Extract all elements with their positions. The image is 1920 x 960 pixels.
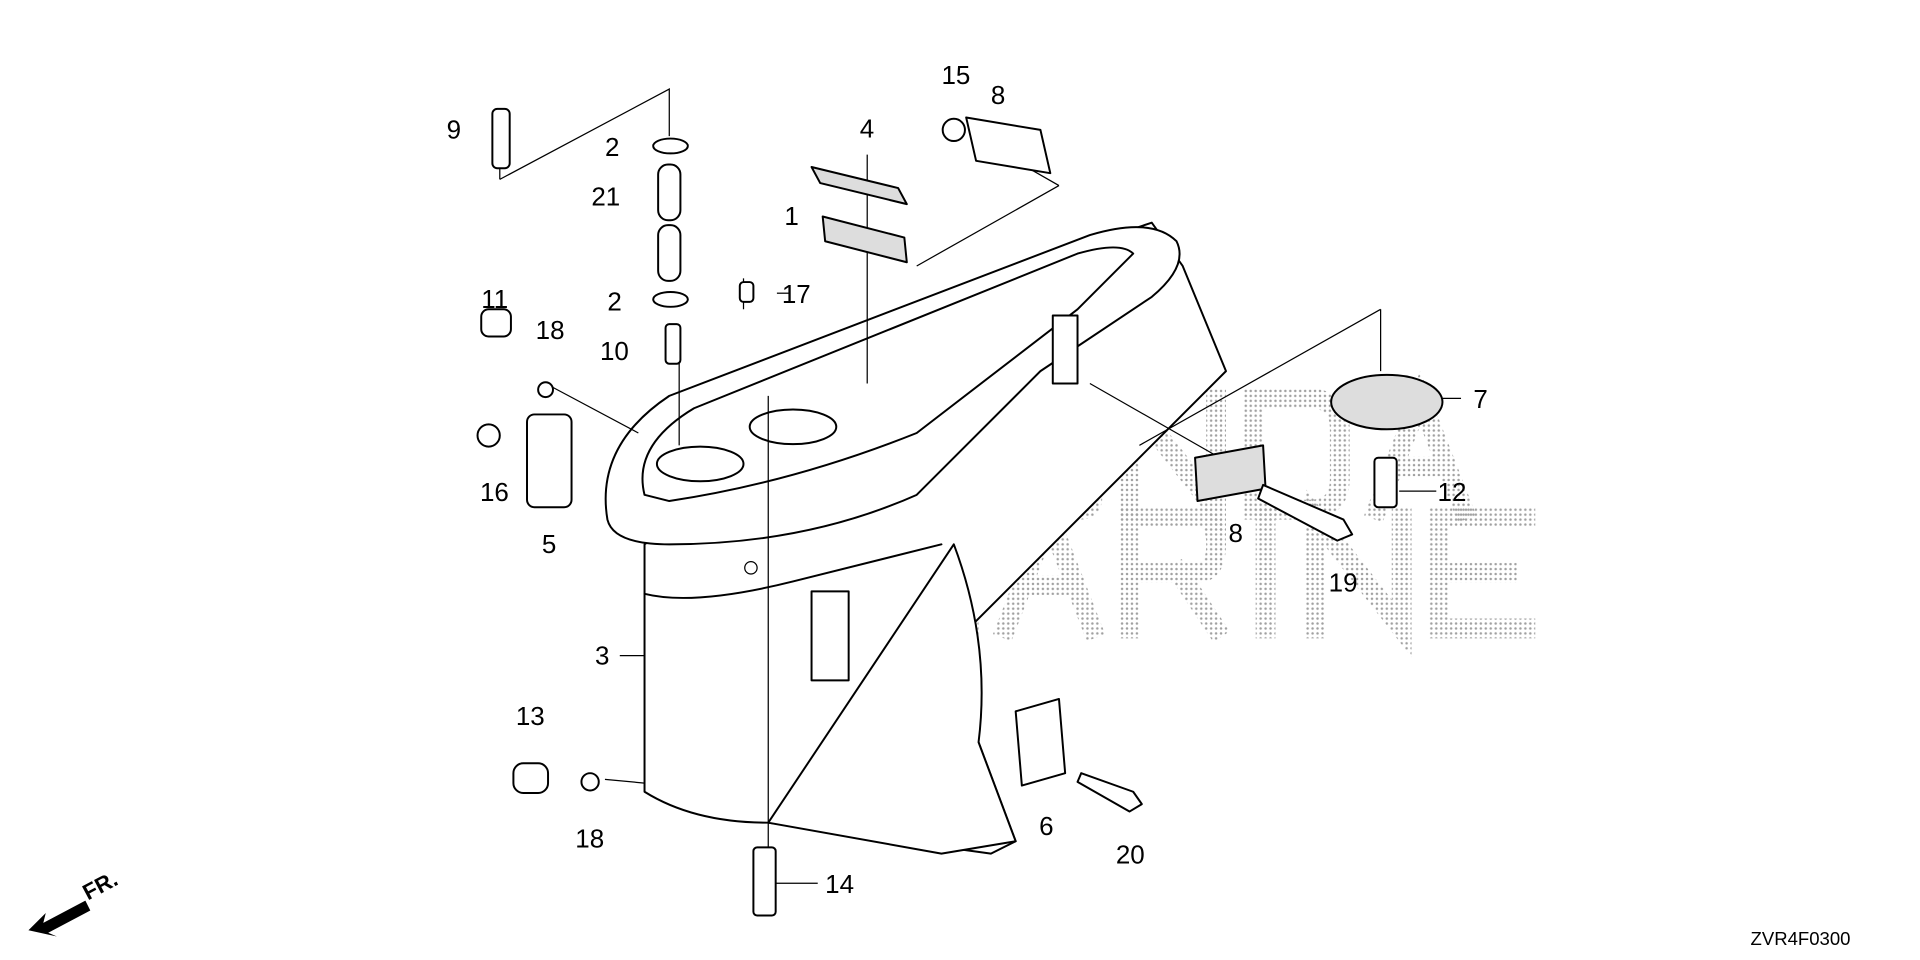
cap-16 bbox=[476, 423, 501, 448]
callout-10: 10 bbox=[600, 336, 629, 366]
anode-8-upper bbox=[965, 116, 1052, 175]
seal-4 bbox=[810, 166, 908, 206]
gear-case bbox=[604, 221, 1227, 855]
small-parts bbox=[476, 107, 1444, 917]
front-label: FR. bbox=[78, 866, 121, 905]
plate-1 bbox=[821, 215, 908, 264]
anode-7 bbox=[1330, 373, 1444, 431]
callout-5: 5 bbox=[542, 529, 556, 559]
nipple-10 bbox=[664, 323, 682, 365]
callouts: 9 2 21 4 1 15 8 2 17 11 18 10 7 16 5 12 … bbox=[447, 60, 1488, 899]
callout-12: 12 bbox=[1438, 477, 1467, 507]
callout-21: 21 bbox=[591, 181, 620, 211]
callout-17: 17 bbox=[782, 279, 811, 309]
washer-18-lower bbox=[580, 772, 600, 792]
callout-19: 19 bbox=[1329, 567, 1358, 597]
callout-18: 18 bbox=[536, 315, 565, 345]
drain-bolt-14 bbox=[752, 846, 777, 917]
callout-16: 16 bbox=[480, 477, 509, 507]
cover-5 bbox=[526, 413, 573, 509]
callout-11: 11 bbox=[481, 284, 508, 314]
callout-4: 4 bbox=[860, 113, 874, 143]
callout-6: 6 bbox=[1039, 811, 1053, 841]
diagram-code: ZVR4F0300 bbox=[1751, 928, 1851, 949]
bolt-13 bbox=[512, 762, 550, 794]
bolt-20 bbox=[1076, 772, 1143, 813]
cover-6 bbox=[1014, 697, 1067, 787]
clip-2-lower bbox=[652, 290, 689, 308]
callout-2: 2 bbox=[607, 287, 621, 317]
callout-9: 9 bbox=[447, 115, 461, 145]
bolt-19 bbox=[1257, 483, 1354, 542]
washer-18-upper bbox=[537, 381, 554, 399]
callout-1: 1 bbox=[784, 201, 798, 231]
callout-8: 8 bbox=[1228, 518, 1242, 548]
callout-15: 15 bbox=[941, 60, 970, 90]
pin-17 bbox=[738, 281, 755, 303]
callout-14: 14 bbox=[825, 869, 854, 899]
callout-3: 3 bbox=[595, 640, 609, 670]
tube bbox=[657, 224, 682, 282]
front-arrow-icon: FR. bbox=[28, 866, 122, 937]
clip-2-upper bbox=[652, 137, 689, 155]
callout-20: 20 bbox=[1116, 840, 1145, 870]
callout-2: 2 bbox=[605, 132, 619, 162]
tube-21 bbox=[657, 163, 682, 222]
bolt-12 bbox=[1373, 456, 1398, 509]
stud-9 bbox=[491, 107, 511, 170]
nut-15 bbox=[941, 117, 966, 143]
callout-7: 7 bbox=[1473, 384, 1487, 414]
bolt-11 bbox=[480, 308, 512, 338]
callout-13: 13 bbox=[516, 701, 545, 731]
callout-8: 8 bbox=[991, 80, 1005, 110]
callout-18: 18 bbox=[575, 823, 604, 853]
